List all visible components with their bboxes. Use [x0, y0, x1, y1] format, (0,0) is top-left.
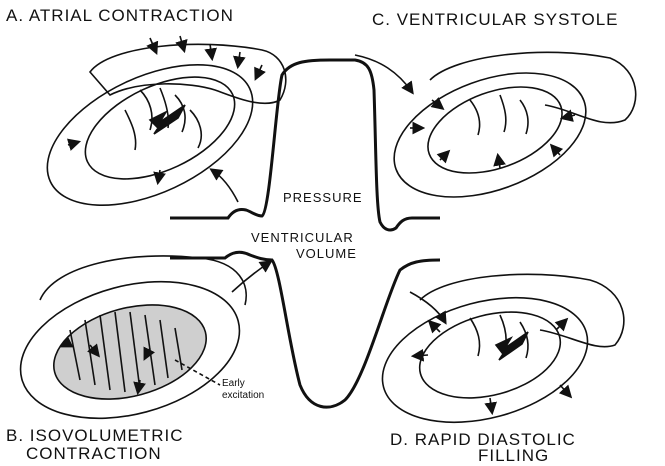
panel-b-title-line1: B. ISOVOLUMETRIC — [6, 426, 184, 446]
panel-a-title: A. ATRIAL CONTRACTION — [6, 6, 234, 26]
pressure-label: PRESSURE — [283, 190, 363, 205]
heart-panel-c — [355, 49, 636, 221]
panel-d-title-line2: FILLING — [478, 446, 549, 466]
heart-panel-a — [26, 36, 286, 234]
heart-panel-d — [369, 274, 624, 443]
panel-c-title: C. VENTRICULAR SYSTOLE — [372, 10, 619, 30]
volume-curve — [170, 252, 440, 407]
volume-label-line2: VOLUME — [296, 246, 357, 261]
early-excitation-note-line2: excitation — [222, 390, 264, 402]
volume-label-line1: VENTRICULAR — [251, 230, 354, 245]
early-excitation-note-line1: Early — [222, 378, 245, 390]
panel-b-title-line2: CONTRACTION — [26, 444, 162, 464]
heart-panel-b — [5, 256, 270, 441]
